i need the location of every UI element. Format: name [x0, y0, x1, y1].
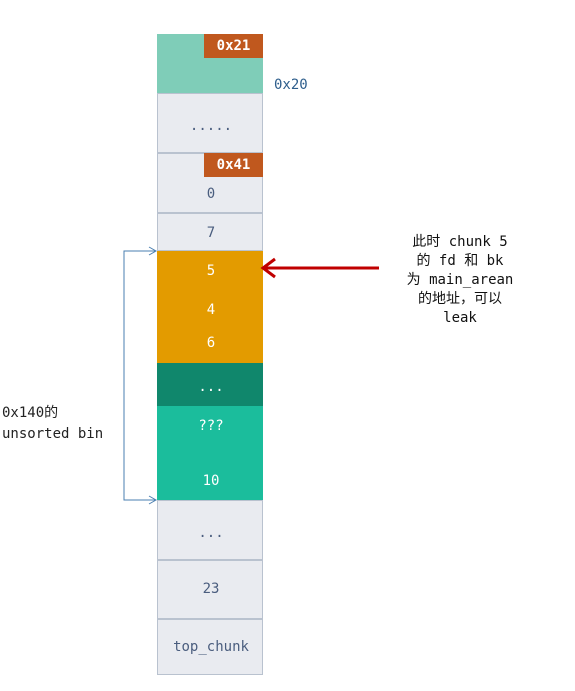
bracket-arrowhead-top: [148, 246, 158, 256]
chunk-10-text: 10: [202, 473, 220, 489]
size-tag-0x21: 0x21: [204, 34, 263, 58]
chunk-0-text: 0: [206, 186, 216, 202]
note-line1: 此时 chunk 5: [412, 234, 508, 250]
note-line4: 的地址，可以: [418, 291, 502, 307]
bracket-arrowhead-bottom: [148, 495, 158, 505]
chunk-5-text: 5: [206, 263, 216, 279]
note-line3: 为 main_arean: [406, 272, 514, 288]
unsorted-bin-label-line1: 0x140的: [2, 405, 59, 421]
chunk-top-chunk: top_chunk: [157, 619, 263, 675]
red-arrowhead: [260, 257, 276, 279]
chunk-dots-3-text: ...: [198, 525, 224, 541]
unsorted-bin-bracket: [123, 250, 155, 501]
chunk-unknown-text: ???: [198, 418, 224, 434]
chunk-7: 7: [157, 213, 263, 251]
chunk-dots-1: .....: [157, 93, 263, 153]
chunk-dots-1-text: .....: [189, 118, 233, 134]
chunk-dots-2-text: ...: [198, 379, 224, 395]
chunk-4-text: 4: [206, 302, 216, 318]
size-label-0x20: 0x20: [274, 77, 308, 93]
note-line5: leak: [443, 310, 477, 326]
chunk-7-text: 7: [206, 225, 216, 241]
chunk-5-4-6: 5 4 6: [157, 251, 263, 363]
chunk-unknown-10: ??? 10: [157, 406, 263, 500]
chunk-6-text: 6: [206, 335, 216, 351]
top-chunk-text: top_chunk: [173, 639, 249, 655]
note-line2: 的 fd 和 bk: [416, 253, 504, 269]
chunk-23: 23: [157, 560, 263, 619]
chunk-dots-2: ...: [157, 363, 263, 406]
chunk-dots-3: ...: [157, 500, 263, 560]
size-tag-0x41: 0x41: [204, 153, 263, 177]
unsorted-bin-label-line2: unsorted bin: [2, 426, 104, 442]
chunk-23-text: 23: [202, 581, 220, 597]
